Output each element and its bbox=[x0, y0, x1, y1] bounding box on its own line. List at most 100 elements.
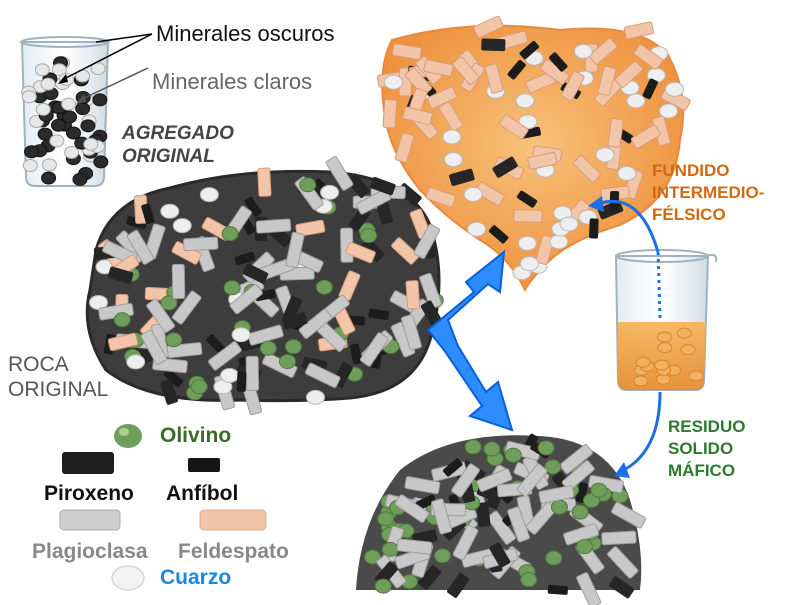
mineral-grain bbox=[623, 21, 654, 40]
mineral-grain bbox=[113, 312, 131, 328]
mineral-grain bbox=[516, 463, 548, 497]
mineral-grain bbox=[438, 101, 464, 132]
mineral-grain bbox=[423, 59, 454, 77]
mineral-grain bbox=[609, 576, 635, 599]
mineral-grain bbox=[37, 127, 53, 141]
mineral-grain bbox=[383, 74, 403, 90]
mineral-grain bbox=[172, 218, 192, 234]
mineral-grain bbox=[451, 463, 480, 498]
olivine-swatch bbox=[114, 424, 142, 448]
amphibole-swatch bbox=[188, 458, 220, 472]
mineral-grain bbox=[315, 279, 333, 295]
mineral-grain bbox=[183, 236, 219, 252]
mineral-grain bbox=[483, 441, 501, 457]
mineral-grain bbox=[561, 71, 585, 101]
mineral-grain bbox=[257, 167, 272, 197]
mineral-grain bbox=[359, 332, 389, 367]
mineral-grain bbox=[278, 354, 296, 370]
mineral-grain bbox=[374, 578, 392, 594]
mineral-grain bbox=[92, 93, 108, 107]
legend-swatches bbox=[59, 424, 267, 591]
mineral-grain bbox=[507, 506, 530, 543]
mineral-grain bbox=[611, 501, 647, 529]
split-arrow bbox=[426, 249, 514, 432]
mineral-grain bbox=[83, 137, 99, 151]
mineral-grain bbox=[633, 375, 649, 387]
rock-label-line: ORIGINAL bbox=[8, 378, 109, 401]
mineral-grain bbox=[40, 77, 56, 91]
mineral-grain bbox=[231, 327, 251, 343]
mineral-grain bbox=[141, 203, 155, 225]
mineral-grain bbox=[160, 379, 179, 405]
mineral-grain bbox=[51, 63, 67, 77]
mineral-grain bbox=[573, 43, 593, 59]
mineral-grain bbox=[413, 223, 441, 259]
mineral-grain bbox=[489, 542, 511, 568]
mineral-grain bbox=[21, 90, 37, 104]
mineral-grain bbox=[140, 329, 168, 365]
mineral-grain bbox=[377, 511, 395, 527]
residue-pile bbox=[356, 433, 647, 605]
mineral-grain bbox=[22, 159, 38, 173]
mineral-grain bbox=[61, 97, 77, 111]
mineral-grain bbox=[481, 38, 506, 52]
mineral-grain bbox=[375, 199, 393, 225]
mineral-grain bbox=[229, 284, 263, 315]
mineral-grain bbox=[221, 226, 239, 242]
mineral-grain bbox=[527, 151, 558, 170]
mineral-grain bbox=[515, 93, 535, 109]
mineral-grain bbox=[50, 118, 66, 132]
mineral-grain bbox=[305, 389, 325, 405]
mineral-grain bbox=[320, 184, 340, 200]
mineral-grain bbox=[364, 549, 382, 565]
melt-label-line: INTERMEDIO- bbox=[652, 183, 765, 202]
mineral-grain bbox=[90, 62, 106, 76]
mineral-grain bbox=[396, 538, 433, 555]
mineral-grain bbox=[520, 572, 538, 588]
mineral-grain bbox=[349, 343, 362, 365]
pyroxene-swatch bbox=[62, 452, 114, 474]
melt-blob bbox=[376, 15, 691, 293]
mineral-grain bbox=[680, 344, 696, 356]
mineral-grain bbox=[544, 459, 562, 475]
aggregate-label: AGREGADO ORIGINAL bbox=[122, 122, 234, 168]
mineral-grain bbox=[549, 234, 569, 250]
residue-label-line: MÁFICO bbox=[668, 461, 736, 480]
mineral-grain bbox=[589, 218, 599, 239]
mineral-grain bbox=[394, 132, 415, 163]
mineral-grain bbox=[282, 312, 308, 330]
melt-beaker bbox=[614, 249, 718, 391]
mineral-grain bbox=[405, 280, 421, 310]
mineral-grain bbox=[434, 548, 452, 564]
mineral-grain bbox=[664, 81, 684, 97]
mineral-grain bbox=[657, 342, 673, 354]
mineral-grain bbox=[165, 332, 183, 348]
mineral-grain bbox=[41, 171, 57, 185]
mineral-grain bbox=[220, 367, 240, 383]
mineral-grain bbox=[80, 119, 96, 133]
mineral-grain bbox=[236, 371, 247, 392]
mineral-grain bbox=[360, 238, 385, 262]
mineral-grain bbox=[519, 256, 539, 272]
dark-minerals-label: Minerales oscuros bbox=[156, 21, 335, 46]
melt-beaker-grains bbox=[633, 327, 704, 387]
original-rock bbox=[85, 156, 444, 416]
pointer-light bbox=[79, 67, 149, 101]
legend-amphibole: Anfíbol bbox=[166, 482, 239, 505]
mineral-grain bbox=[305, 362, 341, 389]
mineral-grain bbox=[284, 339, 302, 355]
rock-label: ROCA ORIGINAL bbox=[8, 352, 108, 402]
mineral-grain bbox=[160, 203, 180, 219]
mineral-grain bbox=[298, 308, 333, 339]
mineral-grain bbox=[382, 99, 398, 129]
rock-label-line: ROCA bbox=[8, 353, 69, 376]
mineral-grain bbox=[549, 52, 568, 72]
residue-label: RESIDUO SOLIDO MÁFICO bbox=[668, 416, 745, 482]
mineral-grain bbox=[463, 186, 483, 202]
mineral-grain bbox=[34, 63, 50, 77]
mineral-grain bbox=[449, 168, 475, 186]
mineral-grain bbox=[24, 145, 40, 159]
mineral-grain bbox=[325, 156, 354, 191]
mineral-grain bbox=[126, 229, 155, 265]
